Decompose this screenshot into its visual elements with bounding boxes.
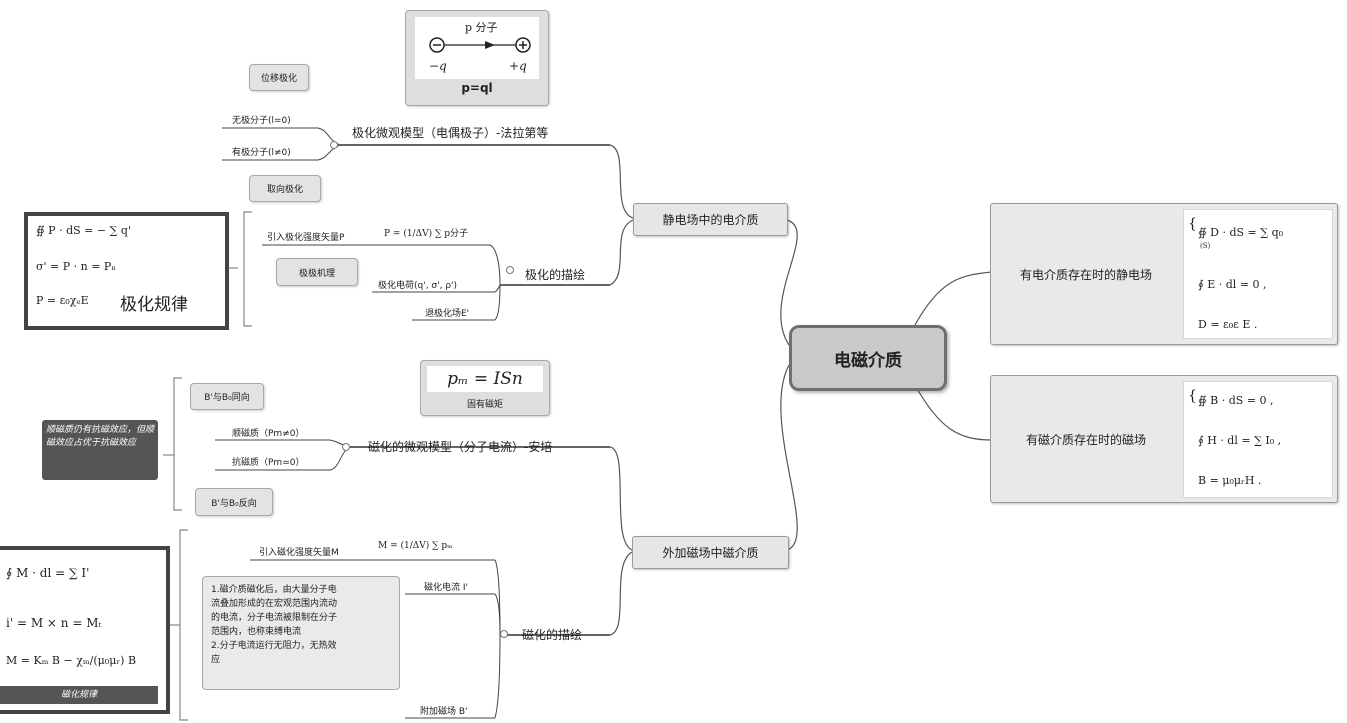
polarization-mechanism-label: 极极机理 [298, 268, 335, 279]
paramagnetic-direction-callout[interactable]: B'与B₀同向 [190, 383, 264, 410]
dipole-icon [429, 37, 531, 53]
brace-icon: { [1188, 388, 1197, 404]
gauss-law-formula: ∯ D · dS = ∑ q₀ [1198, 226, 1284, 239]
electric-field-formulas: { ∯ D · dS = ∑ q₀ (S) ∮ E · dl = 0 , D =… [1183, 209, 1333, 339]
magnetization-law-title: 磁化规律 [0, 686, 158, 704]
polarization-vector-formula: P = (1/ΔV) ∑ p分子 [384, 229, 469, 239]
magnetization-law-formula-2: i' = M × n = Mₜ [6, 616, 102, 630]
orientation-polarization-label: 取向极化 [266, 185, 303, 195]
branch-magnetic-medium-label: 外加磁场中磁介质 [662, 546, 759, 560]
polarization-law-formula-3: P = ε₀χₑE [36, 294, 89, 307]
magnetization-law-box: ∮ M · dl = ∑ I' i' = M × n = Mₜ M = Kₘ B… [0, 546, 170, 714]
molecular-moment-formula: pₘ = ISn [427, 366, 543, 392]
polar-molecule-label[interactable]: 有极分子(l≠0) [232, 148, 291, 158]
branch-dielectric-label: 静电场中的电介质 [662, 213, 759, 227]
polarization-law-title: 极化规律 [120, 295, 188, 315]
explanation-line-1: 1.磁介质磁化后，由大量分子电 [211, 585, 337, 595]
polarization-law-formula-1: ∯ P · dS = − ∑ q' [36, 224, 131, 237]
diamagnetic-label[interactable]: 抗磁质（Pm=0） [232, 458, 305, 468]
paramagnetic-label[interactable]: 顺磁质（Pm≠0） [232, 429, 305, 439]
depolarization-field-label[interactable]: 退极化场E' [425, 309, 470, 319]
paramagnetic-note: 顺磁质仍有抗磁效应，但顺磁效应占优于抗磁效应 [42, 420, 158, 480]
paramagnetic-direction-label: B'与B₀同向 [204, 393, 250, 403]
magnetic-model-label[interactable]: 磁化的微观模型（分子电流）-安培 [368, 440, 553, 454]
explanation-line-5: 2.分子电流运行无阻力，无热效 [211, 641, 337, 651]
additional-field-label[interactable]: 附加磁场 B' [420, 707, 468, 717]
polarization-mechanism-callout[interactable]: 极极机理 [276, 258, 358, 286]
dielectric-model-label[interactable]: 极化微观模型（电偶极子）-法拉第等 [352, 126, 549, 140]
magnetic-field-with-medium-title: 有磁介质存在时的磁场 [1025, 432, 1146, 447]
explanation-line-6: 应 [211, 655, 221, 665]
gauss-law-subscript: (S) [1200, 242, 1211, 250]
dipole-moment-formula: p=ql [461, 81, 493, 95]
constitutive-formula: D = ε₀ε E . [1198, 318, 1258, 331]
magnetic-constitutive-formula: B = μ₀μᵣH . [1198, 474, 1262, 487]
magnetization-vector-label[interactable]: 引入磁化强度矢量M [259, 548, 339, 558]
branch-dielectric[interactable]: 静电场中的电介质 [633, 203, 788, 236]
magnetization-vector-formula: M = (1/ΔV) ∑ pₘ [378, 541, 453, 551]
displacement-polarization-label: 位移极化 [260, 74, 297, 84]
electric-field-with-dielectric-title: 有电介质存在时的静电场 [1019, 267, 1152, 282]
dipole-model-box: p 分子 −q +q p=ql [405, 10, 549, 106]
polarization-charges-label[interactable]: 极化电荷(q', σ', ρ') [378, 281, 458, 291]
collapse-toggle-description[interactable] [506, 266, 514, 274]
ampere-law-formula: ∮ H · dl = ∑ I₀ , [1198, 434, 1282, 447]
brace-icon: { [1188, 216, 1197, 232]
magnetization-current-label[interactable]: 磁化电流 I' [424, 583, 468, 593]
diamagnetic-direction-callout[interactable]: B'与B₀反向 [195, 488, 273, 516]
electric-field-with-dielectric-node[interactable]: 有电介质存在时的静电场 { ∯ D · dS = ∑ q₀ (S) ∮ E · … [990, 203, 1338, 345]
magnetization-current-explanation: 1.磁介质磁化后，由大量分子电 流叠加形成的在宏观范围内流动 的电流，分子电流被… [202, 576, 400, 690]
orientation-polarization-callout[interactable]: 取向极化 [249, 175, 321, 202]
magnetization-law-formula-1: ∮ M · dl = ∑ I' [6, 566, 90, 580]
diamagnetic-direction-label: B'与B₀反向 [211, 498, 257, 509]
displacement-polarization-callout[interactable]: 位移极化 [249, 64, 309, 91]
explanation-line-2: 流叠加形成的在宏观范围内流动 [211, 599, 338, 609]
branch-magnetic-medium[interactable]: 外加磁场中磁介质 [632, 536, 789, 569]
collapse-toggle-model[interactable] [330, 141, 338, 149]
collapse-toggle-mag-description[interactable] [500, 630, 508, 638]
central-topic[interactable]: 电磁介质 [789, 325, 947, 391]
central-topic-label: 电磁介质 [834, 350, 902, 371]
polarization-vector-label[interactable]: 引入极化强度矢量P [267, 233, 345, 243]
magnetic-field-with-medium-node[interactable]: 有磁介质存在时的磁场 { ∯ B · dS = 0 , ∮ H · dl = ∑… [990, 375, 1338, 503]
collapse-toggle-mag-model[interactable] [342, 443, 350, 451]
magnetization-description-label[interactable]: 磁化的描绘 [522, 628, 583, 642]
dipole-minus-label: −q [429, 59, 447, 73]
explanation-line-3: 的电流，分子电流被限制在分子 [211, 613, 338, 623]
magnetic-gauss-formula: ∯ B · dS = 0 , [1198, 394, 1274, 407]
nonpolar-molecule-label[interactable]: 无极分子(l=0) [232, 116, 291, 126]
polarization-law-box: ∯ P · dS = − ∑ q' σ' = P · n = Pₙ P = ε₀… [24, 212, 229, 330]
dipole-diagram: p 分子 −q +q [415, 17, 539, 79]
explanation-line-4: 范围内，也称束缚电流 [211, 627, 302, 637]
dipole-plus-label: +q [509, 59, 527, 73]
magnetic-field-formulas: { ∯ B · dS = 0 , ∮ H · dl = ∑ I₀ , B = μ… [1183, 381, 1333, 498]
molecular-moment-label: 固有磁矩 [466, 400, 503, 410]
molecular-moment-box: pₘ = ISn 固有磁矩 [420, 360, 550, 416]
polarization-law-formula-2: σ' = P · n = Pₙ [36, 260, 117, 273]
magnetization-law-formula-3: M = Kₘ B − χₘ/(μ₀μᵣ) B [6, 654, 137, 667]
circulation-formula: ∮ E · dl = 0 , [1198, 278, 1267, 291]
polarization-description-label[interactable]: 极化的描绘 [525, 268, 586, 282]
dipole-p-label: p 分子 [465, 21, 498, 34]
